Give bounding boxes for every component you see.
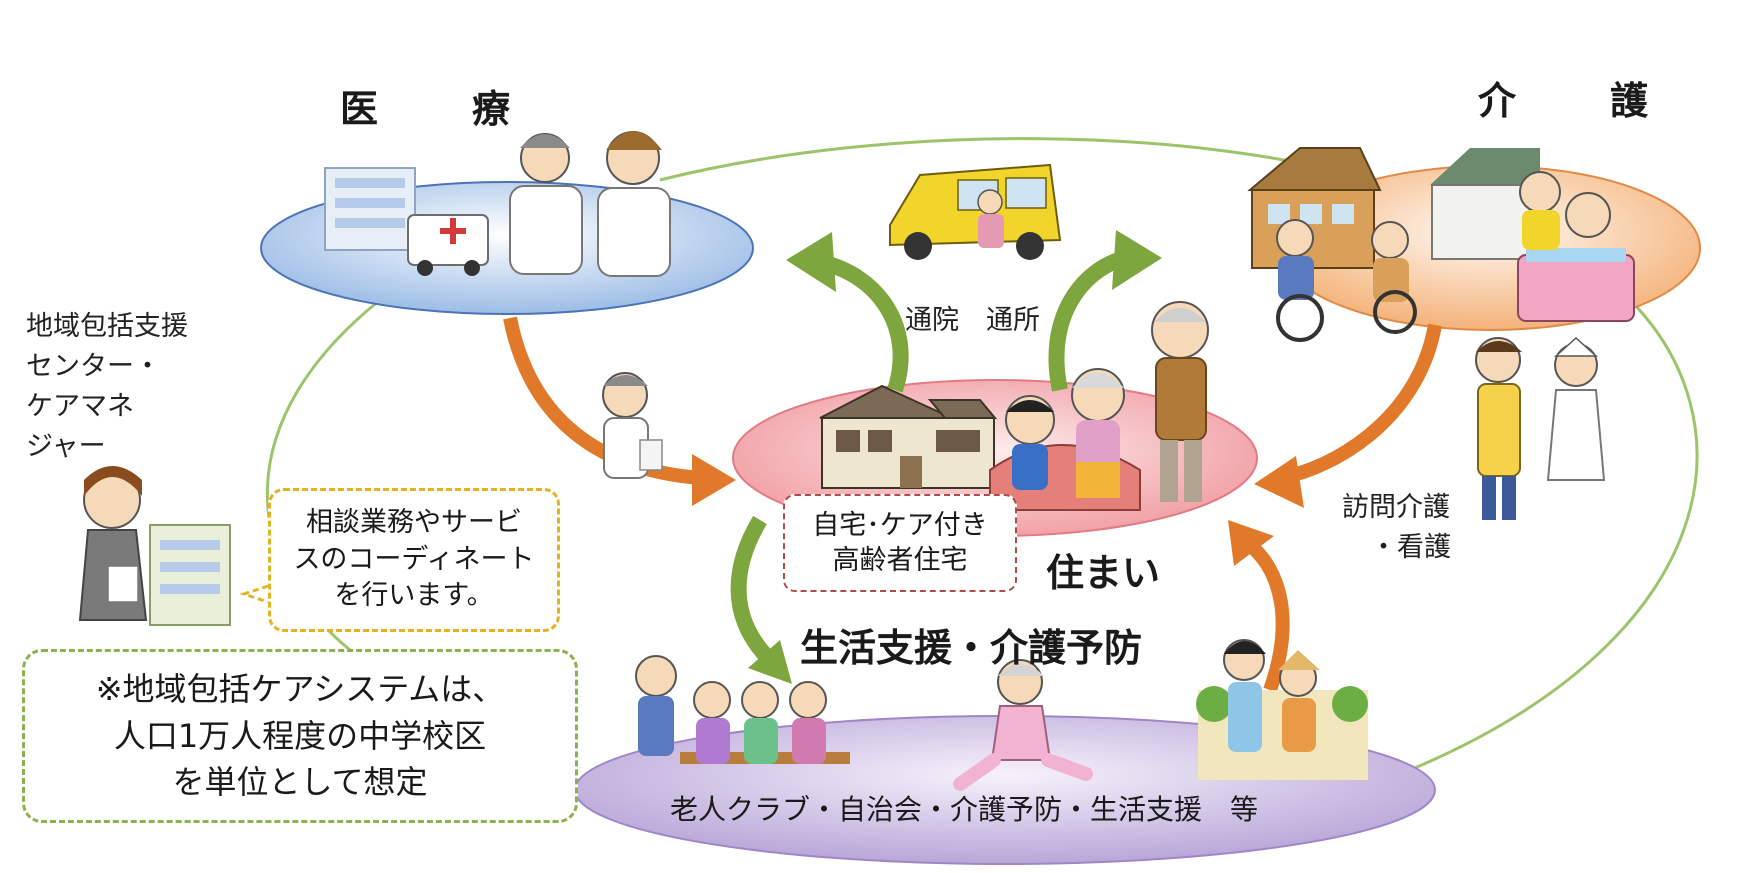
care-manager-icon <box>78 466 231 626</box>
support-center-line: センター・ <box>26 351 161 382</box>
orange-arrows <box>503 316 1442 693</box>
arrow-head-care-to-home <box>1254 456 1304 508</box>
scope-note-line: 人口1万人程度の中学校区 <box>113 716 487 755</box>
home-type-line: 自宅･ケア付き <box>812 509 988 541</box>
arrow-home-to-community <box>730 515 776 666</box>
wheelchair-residents-icon <box>1276 219 1417 342</box>
arrow-head-community-to-home <box>1228 520 1274 566</box>
support-center-line: ジャー <box>26 431 106 462</box>
scope-note-line: を単位として想定 <box>172 763 428 802</box>
coordination-line: スのコーディネート <box>293 543 535 575</box>
home-type-line: 高齢者住宅 <box>832 545 968 576</box>
green-arrows <box>730 230 1162 684</box>
community-label: 老人クラブ・自治会・介護予防・生活支援 等 <box>670 793 1259 826</box>
scope-note-box: ※地域包括ケアシステムは、 人口1万人程度の中学校区 を単位として想定 <box>22 649 578 823</box>
arrow-home-to-care <box>1048 250 1128 392</box>
arrow-care-to-home <box>1288 323 1442 483</box>
home-type-box: 自宅･ケア付き 高齢者住宅 <box>783 494 1017 592</box>
support-center-line: 地域包括支援 <box>26 311 188 342</box>
care-heading: 介 護 <box>1478 79 1677 123</box>
arrow-head-home-to-care <box>1112 230 1162 290</box>
visiting-doctor-icon <box>602 372 663 479</box>
home-care-label-line2: ・看護 <box>1370 532 1451 563</box>
doctors-icon <box>509 131 671 277</box>
support-center-label: 地域包括支援 センター・ ケアマネ ジャー <box>26 307 188 467</box>
exercise-icon <box>953 659 1093 791</box>
coordination-pointer <box>239 584 269 604</box>
arrow-head-medical-to-home <box>692 454 736 506</box>
arrow-medical-to-home <box>503 316 701 485</box>
arrow-head-home-to-medical <box>786 232 836 292</box>
ambulance-icon <box>407 214 489 276</box>
visit-routes-label: 通院 通所 <box>905 305 1040 336</box>
coordination-line: 相談業務やサービ <box>306 507 522 539</box>
welfare-van-icon <box>889 163 1062 260</box>
hospital-icon <box>324 167 416 251</box>
family-icon <box>989 301 1209 511</box>
scope-note-line: ※地域包括ケアシステムは、 <box>95 670 505 709</box>
support-center-line: ケアマネ <box>26 391 134 422</box>
bath-care-icon <box>1517 171 1635 322</box>
life-support-label: 生活支援・介護予防 <box>800 626 1143 670</box>
care-staff-icon <box>1475 336 1606 520</box>
coordination-line: を行います。 <box>334 580 494 612</box>
walk-support-icon <box>1196 639 1368 780</box>
arrow-home-to-medical <box>818 254 909 393</box>
arrow-community-to-home <box>1245 539 1290 693</box>
coordination-callout: 相談業務やサービ スのコーディネート を行います。 <box>268 488 560 632</box>
home-care-label-line1: 訪問介護 <box>1342 492 1450 523</box>
house-icon <box>819 384 998 489</box>
housing-label: 住まい <box>1046 551 1161 595</box>
elderly-club-icon <box>635 655 850 764</box>
arrow-head-home-to-community <box>748 640 792 684</box>
medical-heading: 医 療 <box>340 87 539 131</box>
